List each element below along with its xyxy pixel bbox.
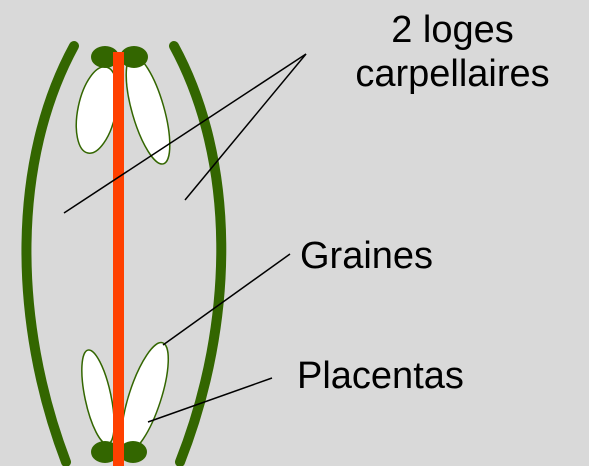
central-axis [113,52,124,466]
label-loges-carpellaires: 2 loges carpellaires [330,8,575,96]
leader-graines [163,254,290,345]
right-carpel-wall [174,46,221,462]
placenta-top-right [120,46,148,68]
label-loges-line2: carpellaires [330,52,575,96]
label-placentas: Placentas [297,354,464,398]
seed-top-right [117,52,179,168]
label-loges-line1: 2 loges [330,8,575,52]
label-graines: Graines [300,234,433,278]
leader-placentas [148,378,272,422]
left-carpel-wall [26,46,74,462]
